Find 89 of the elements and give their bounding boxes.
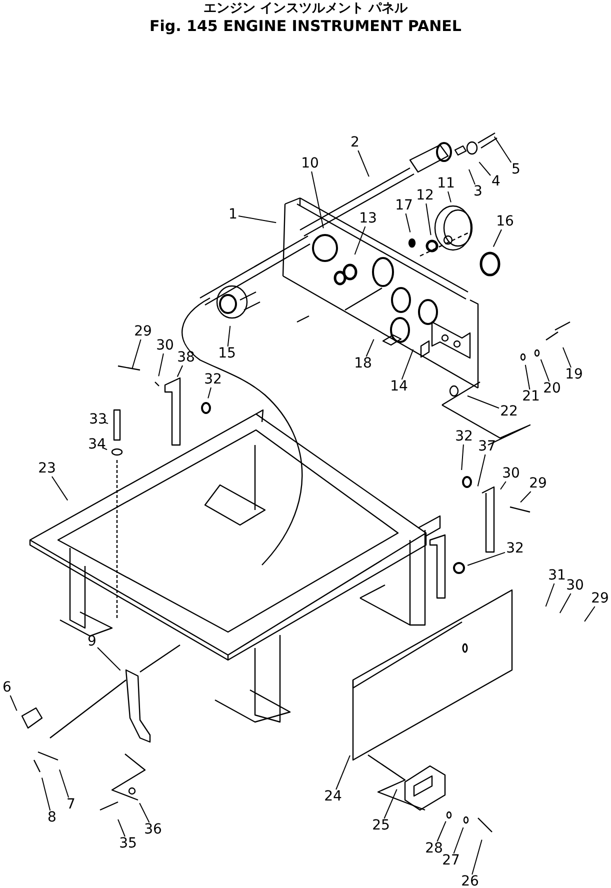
callout-number: 13 (359, 212, 377, 226)
callout-number: 29 (134, 324, 152, 340)
leader-line (461, 444, 464, 471)
callout-number: 29 (591, 592, 609, 606)
callout-number: 14 (390, 380, 408, 394)
leader-line (41, 777, 51, 811)
callout-number: 25 (372, 818, 390, 834)
leader-line (311, 171, 324, 229)
leader-line (227, 325, 231, 347)
leader-line (468, 168, 476, 185)
leader-line (384, 788, 398, 819)
callout-number: 1 (228, 208, 238, 222)
callout-number: 28 (425, 842, 443, 856)
callout-number: 30 (502, 466, 520, 482)
callout-number: 4 (492, 174, 500, 190)
leader-line (104, 422, 108, 424)
leader-line (58, 769, 70, 798)
callout-number: 15 (218, 346, 236, 362)
leader-line (358, 150, 370, 178)
callout-number: 32 (204, 372, 222, 388)
leader-line (401, 348, 414, 380)
leader-line (492, 229, 502, 248)
callout-number: 12 (416, 188, 434, 204)
callout-number: 26 (461, 874, 479, 888)
leader-line (10, 695, 18, 712)
callout-number: 37 (478, 440, 496, 454)
callout-number: 7 (66, 798, 76, 812)
leader-line (472, 839, 482, 875)
leader-line (51, 476, 68, 501)
callout-number: 19 (565, 368, 583, 382)
leader-line (336, 754, 350, 790)
callout-number: 23 (38, 462, 56, 476)
leader-line (453, 827, 464, 854)
callout-number: 32 (506, 542, 524, 556)
callout-number: 27 (442, 854, 460, 868)
leader-line (176, 365, 184, 378)
callout-number: 30 (566, 578, 584, 594)
leader-line (238, 215, 277, 224)
leader-line (102, 447, 108, 450)
callout-number: 34 (88, 438, 106, 452)
callout-number: 24 (324, 790, 342, 804)
callout-number: 18 (354, 356, 372, 372)
leader-line (97, 647, 121, 671)
callout-number: 29 (529, 476, 547, 492)
leader-line (494, 136, 512, 163)
leader-line (139, 802, 150, 823)
callout-number: 11 (437, 176, 455, 192)
callout-number: 20 (543, 382, 561, 396)
leader-line (366, 338, 374, 357)
callout-number: 16 (496, 214, 514, 230)
callout-number: 21 (522, 390, 540, 404)
callout-number: 32 (455, 430, 473, 444)
leader-line (405, 213, 411, 233)
callout-number: 17 (395, 198, 413, 214)
leader-line (118, 818, 126, 837)
leader-line (208, 387, 212, 399)
leader-line (354, 226, 366, 255)
callout-number: 10 (301, 156, 319, 172)
callout-number: 6 (2, 680, 12, 696)
leader-line (562, 346, 572, 368)
leader-line (158, 353, 164, 377)
callout-number: 22 (500, 404, 518, 420)
leader-line (477, 454, 486, 487)
leader-line (500, 481, 506, 490)
callout-number: 31 (548, 568, 566, 584)
callout-number: 8 (48, 810, 56, 826)
leader-line (524, 364, 530, 390)
leader-line (540, 358, 550, 382)
callout-number: 38 (177, 350, 195, 366)
leader-line (426, 203, 432, 236)
callout-number: 33 (89, 412, 107, 428)
leader-line (132, 339, 142, 369)
leader-line (545, 583, 555, 607)
leader-line (584, 606, 596, 622)
leader-line (436, 820, 446, 842)
callout-number: 30 (156, 338, 174, 354)
figure-title: Fig. 145 ENGINE INSTRUMENT PANEL (148, 17, 462, 35)
callout-number: 3 (474, 184, 482, 200)
leader-line (448, 191, 452, 203)
leader-line (467, 552, 506, 566)
callout-number: 2 (350, 136, 360, 150)
leader-line (520, 491, 532, 503)
leader-line (559, 593, 572, 614)
callout-number: 36 (144, 822, 162, 838)
callout-number: 5 (512, 162, 520, 178)
leader-line (466, 395, 500, 409)
callout-number: 35 (119, 836, 137, 852)
japanese-title: エンジン インスツルメント パネル (202, 2, 409, 16)
leader-line (478, 162, 491, 176)
